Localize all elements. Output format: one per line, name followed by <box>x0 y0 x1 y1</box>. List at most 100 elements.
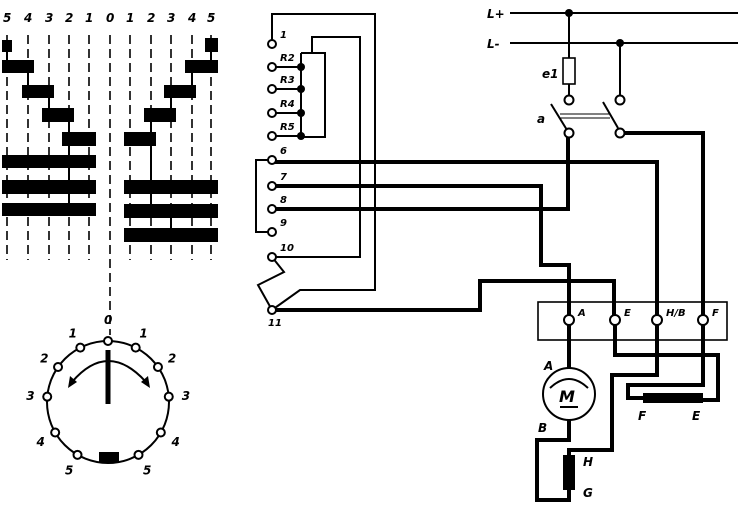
terminal-label: R3 <box>280 75 295 86</box>
contact-segment <box>185 60 218 73</box>
box-terminal-label: H/B <box>666 308 686 319</box>
fuse-label: e1 <box>542 67 559 81</box>
contact-segment <box>2 60 34 73</box>
terminal-label: 1 <box>280 30 287 41</box>
position-label: 3 <box>45 11 53 25</box>
terminal-label: 10 <box>280 243 294 254</box>
supply-section: L+ L- e1 a <box>487 7 738 320</box>
dial-position-1[interactable] <box>75 342 86 353</box>
switch-label: a <box>537 112 545 126</box>
terminal-r3[interactable] <box>267 84 277 94</box>
terminal-7[interactable] <box>267 181 277 191</box>
terminal-8[interactable] <box>267 204 277 214</box>
terminal-1[interactable] <box>267 39 277 49</box>
box-terminal[interactable] <box>563 314 575 326</box>
dial-label: 4 <box>35 435 44 449</box>
position-label: 2 <box>65 11 73 25</box>
motor-symbol <box>542 367 596 421</box>
contact-segment <box>62 132 96 146</box>
dial-position-4[interactable] <box>50 427 61 438</box>
dial-label: 2 <box>40 351 48 365</box>
box-terminal-label: A <box>577 308 586 319</box>
motor-m-label: M <box>559 387 575 406</box>
dial-label: 3 <box>26 389 34 403</box>
terminal-r2[interactable] <box>267 62 277 72</box>
box-terminal[interactable] <box>651 314 663 326</box>
contact-segment <box>124 228 218 242</box>
rotation-arrow <box>71 360 147 383</box>
contact-segment <box>205 38 218 52</box>
dial-label: 3 <box>182 389 190 403</box>
motor-section: M A B H G F E A E H/B F <box>535 301 728 502</box>
terminal-label: 6 <box>280 146 287 157</box>
box-terminal-label: E <box>624 308 631 319</box>
terminal-10[interactable] <box>267 252 277 262</box>
winding-e-label: E <box>692 409 701 423</box>
winding-f-label: F <box>638 409 647 423</box>
terminal-6[interactable] <box>267 155 277 165</box>
position-label: 0 <box>106 11 114 25</box>
dial-position-1[interactable] <box>130 342 141 353</box>
contact-segment <box>124 180 218 194</box>
terminal-label: R2 <box>280 53 295 64</box>
position-label: 2 <box>147 11 155 25</box>
winding-g-label: G <box>583 486 593 500</box>
terminal-label: R4 <box>280 99 295 110</box>
contact-segment <box>124 204 218 218</box>
position-label: 1 <box>126 11 134 25</box>
dial-label: 5 <box>65 464 73 478</box>
contact-segment <box>2 155 96 168</box>
terminal-box <box>537 301 728 341</box>
dial-label: 4 <box>171 435 180 449</box>
contact-segment <box>164 85 196 98</box>
terminal-label: R5 <box>280 122 295 133</box>
dial-position-4[interactable] <box>155 427 166 438</box>
dial-position-5[interactable] <box>133 449 144 460</box>
dial-position-3[interactable] <box>42 391 53 402</box>
terminal-label: 11 <box>268 318 282 329</box>
switch-blade[interactable] <box>550 103 568 131</box>
dial-label-0: 0 <box>104 313 112 327</box>
dial-label: 2 <box>168 351 176 365</box>
resistor-zigzag <box>256 256 286 311</box>
dial-label: 5 <box>143 464 151 478</box>
terminal-label: 9 <box>280 218 287 229</box>
motor-a-label: A <box>543 359 553 373</box>
box-terminal[interactable] <box>697 314 709 326</box>
contact-segment <box>22 85 54 98</box>
l-plus-label: L+ <box>487 7 505 21</box>
box-terminal[interactable] <box>609 314 621 326</box>
motor-b-label: B <box>538 421 547 435</box>
dial-position-2[interactable] <box>152 362 163 373</box>
switch-blade[interactable] <box>602 101 619 129</box>
terminal-r4[interactable] <box>267 108 277 118</box>
terminal-11[interactable] <box>267 305 277 315</box>
terminal-9[interactable] <box>267 227 277 237</box>
winding-h-label: H <box>583 455 593 469</box>
l-minus-label: L- <box>487 37 500 51</box>
shunt-winding <box>643 393 703 403</box>
box-terminal-label: F <box>712 308 719 319</box>
fuse-e1 <box>562 57 576 85</box>
terminal-label: 8 <box>280 195 287 206</box>
contact-segment <box>2 203 96 216</box>
contact-segment <box>2 40 12 52</box>
series-winding <box>563 455 575 490</box>
position-label: 4 <box>23 11 32 25</box>
terminal-r5[interactable] <box>267 131 277 141</box>
position-label: 3 <box>167 11 175 25</box>
dial-position-3[interactable] <box>163 391 174 402</box>
contact-segment <box>42 108 74 122</box>
dial-contact-block <box>99 452 119 463</box>
dial-position-5[interactable] <box>72 449 83 460</box>
dial-position-2[interactable] <box>53 362 64 373</box>
dial-position-0[interactable] <box>103 336 113 346</box>
position-label: 1 <box>85 11 93 25</box>
contact-segment <box>2 180 96 194</box>
position-label: 4 <box>187 11 196 25</box>
dial-label: 1 <box>69 327 77 341</box>
